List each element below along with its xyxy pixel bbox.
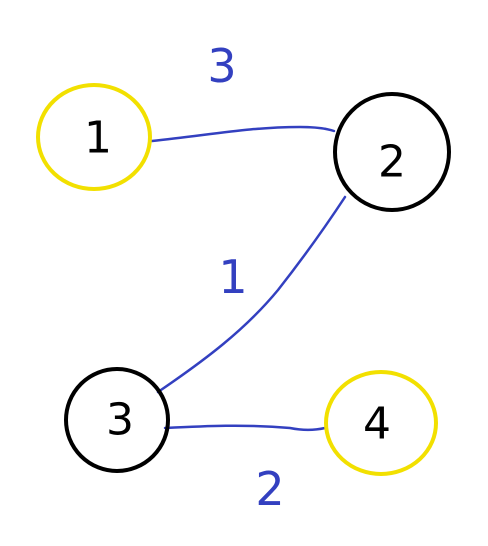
edges-layer — [150, 125, 347, 432]
node-1-circle — [36, 83, 152, 191]
node-4-circle — [324, 370, 438, 476]
nodes-layer: 1 2 3 4 — [36, 83, 451, 476]
node-2-circle — [333, 92, 451, 212]
edge-weight-2-3: 1 — [218, 250, 247, 304]
edge-weight-1-2: 3 — [207, 39, 236, 93]
edge-2-3 — [156, 195, 347, 394]
node-4: 4 — [324, 370, 438, 476]
node-1-label: 1 — [84, 113, 112, 164]
node-3-label: 3 — [106, 395, 134, 446]
edge-1-2 — [150, 125, 336, 143]
edge-labels-layer: 3 1 2 — [207, 39, 284, 516]
node-4-label: 4 — [363, 399, 391, 450]
node-1: 1 — [36, 83, 152, 191]
node-3-circle — [64, 367, 170, 473]
node-2-label: 2 — [378, 137, 406, 188]
edge-3-4 — [163, 424, 327, 432]
node-2: 2 — [333, 92, 451, 212]
node-3: 3 — [64, 367, 170, 473]
edge-weight-3-4: 2 — [255, 462, 284, 516]
